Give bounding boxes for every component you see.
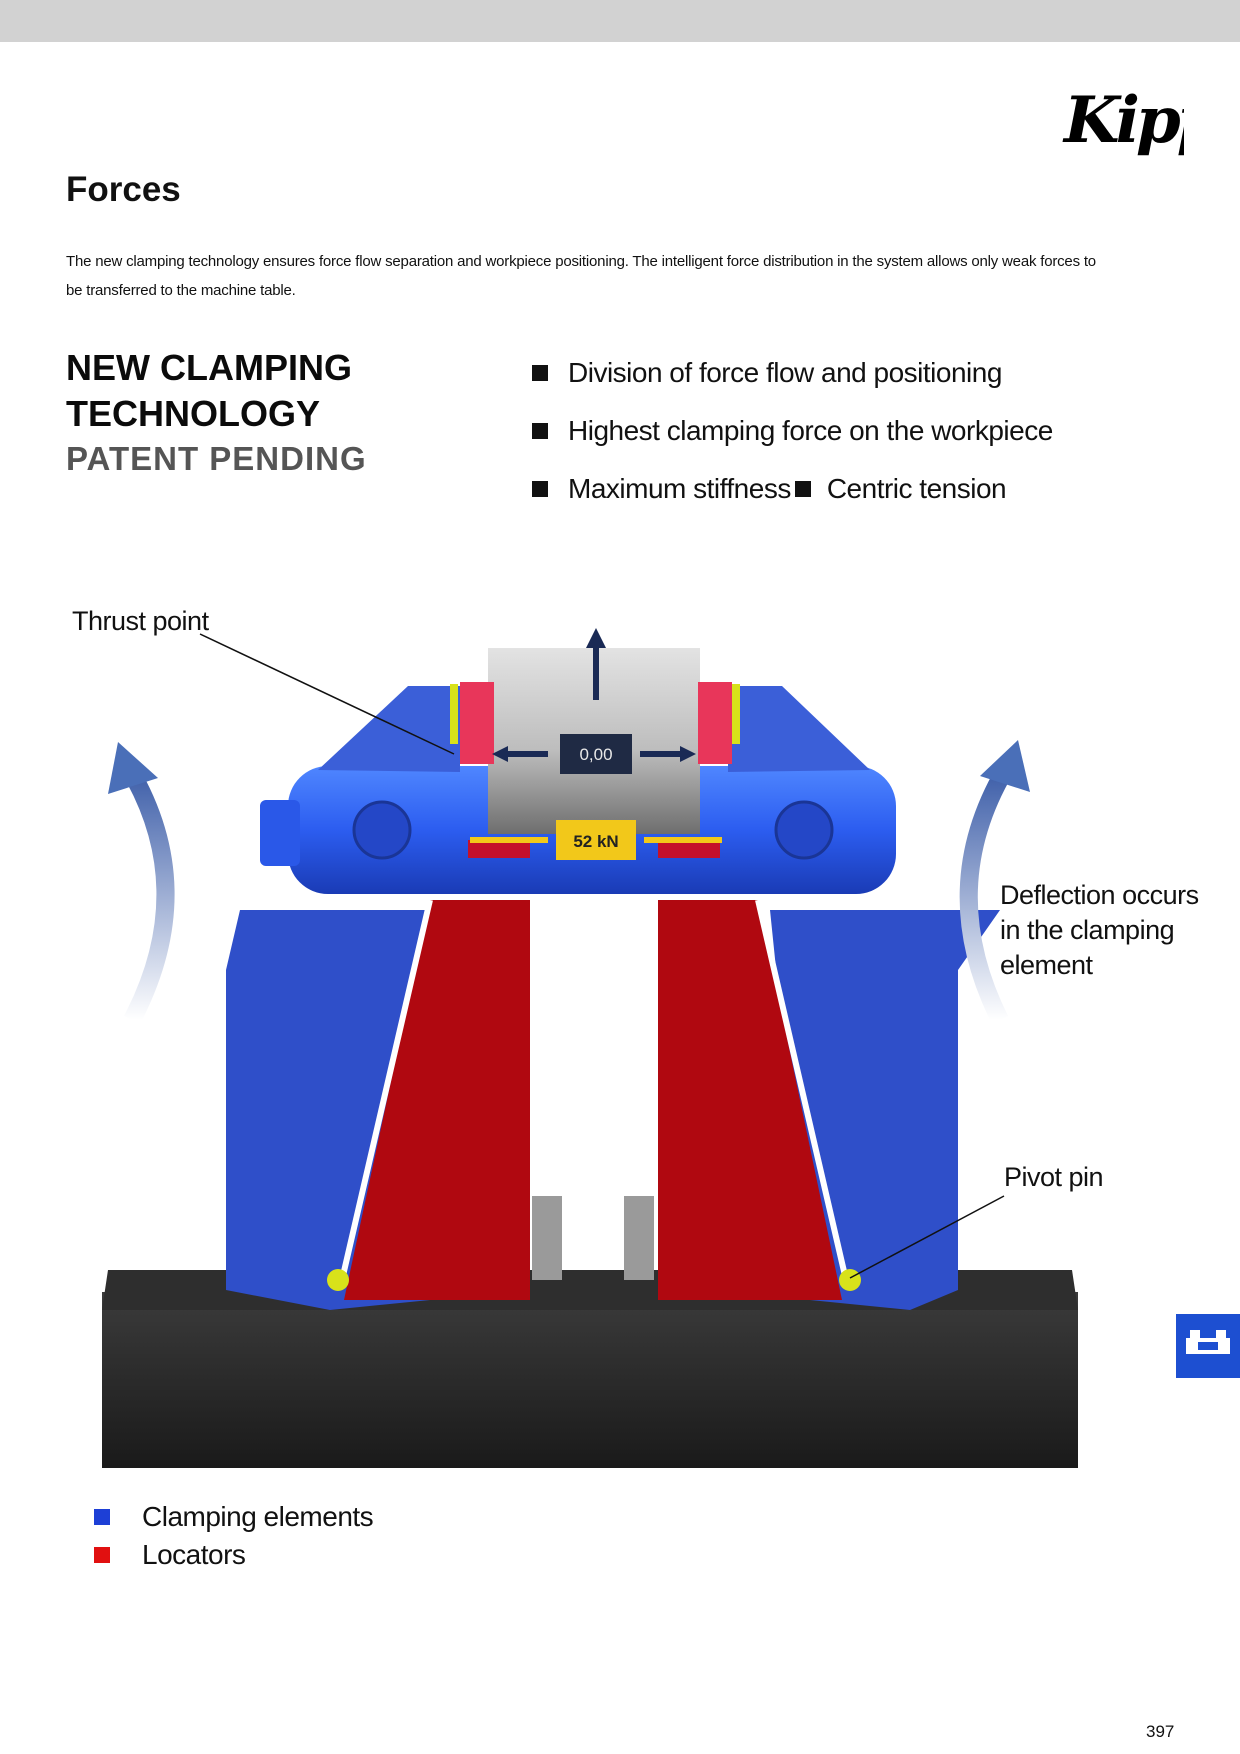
bullet-square-icon: [794, 481, 811, 497]
pressure-pad: [698, 682, 732, 764]
bullet-square-icon: [532, 423, 548, 439]
vise-icon: [1186, 1330, 1230, 1354]
arrow-head-icon: [108, 742, 158, 794]
legend-label: Locators: [142, 1539, 246, 1570]
feature-text: Highest clamping force on the workpiece: [568, 415, 1053, 446]
locator-left: [344, 900, 530, 1300]
locator-top: [658, 840, 720, 858]
jaw-right: [728, 686, 870, 772]
thrust-point-marker: [732, 684, 740, 744]
feature-text: Maximum stiffness: [568, 473, 791, 504]
intro-text: The new clamping technology ensures forc…: [66, 253, 1096, 299]
feature-text: Division of force flow and positioning: [568, 357, 1002, 388]
thrust-point-marker: [450, 684, 458, 744]
arrow-head-icon: [980, 740, 1030, 792]
pressure-pad: [460, 682, 494, 764]
jaw-left: [318, 686, 460, 772]
feature-text: Centric tension: [826, 473, 1007, 504]
force-readout: 52 kN: [573, 832, 618, 851]
subheadline: PATENT PENDING: [66, 440, 367, 477]
locator-post: [624, 1196, 654, 1280]
legend: Clamping elements Locators: [94, 1498, 374, 1574]
logo-text: Kipp: [1062, 83, 1184, 158]
workpiece-readout: 0,00: [579, 745, 612, 764]
thrust-point-leader: [199, 633, 455, 755]
legend-item-locators: Locators: [94, 1536, 373, 1574]
legend-swatch: [94, 1509, 110, 1525]
force-readout-box: [556, 820, 636, 860]
pivot-pin: [839, 1269, 861, 1291]
kipp-logo: Kipp: [1062, 72, 1225, 162]
shaft-bore: [352, 800, 412, 860]
label-pivot-pin: Pivot pin: [1004, 1162, 1104, 1192]
feature-item: Highest clamping force on the workpiece: [532, 402, 1053, 460]
shaft-nut: [260, 800, 300, 866]
locator-top: [468, 840, 530, 858]
bullet-square-icon: [532, 481, 548, 497]
locator-edge: [755, 899, 849, 1281]
shaft-bore: [774, 800, 834, 860]
feature-item: Division of force flow and positioning: [532, 344, 1053, 402]
page-number: 397: [1146, 1722, 1175, 1741]
feature-list: Division of force flow and positioning H…: [532, 344, 1053, 518]
headline: NEW CLAMPING TECHNOLOGY: [66, 347, 352, 434]
locator-right: [658, 900, 842, 1300]
arrow-head-icon: [680, 746, 696, 762]
section-tab[interactable]: [1176, 1314, 1240, 1378]
legend-swatch: [94, 1547, 110, 1563]
locator-post: [532, 1196, 562, 1280]
legend-item-clamping: Clamping elements: [94, 1498, 374, 1536]
pivot-pin-leader: [849, 1195, 1005, 1279]
legend-label: Clamping elements: [142, 1501, 374, 1532]
page-title: Forces: [66, 170, 181, 209]
top-bar: [0, 0, 1240, 42]
feature-item: Maximum stiffness Centric tension: [532, 460, 1053, 518]
pivot-pin: [327, 1269, 349, 1291]
arrow-head-icon: [586, 628, 606, 648]
machine-table: [102, 1292, 1078, 1468]
workpiece-readout-box: [560, 734, 632, 774]
label-deflection: Deflection occurs in the clamping elemen…: [1000, 880, 1199, 980]
arrow-head-icon: [492, 746, 508, 762]
locator-edge: [339, 899, 433, 1281]
label-thrust-point: Thrust point: [72, 606, 209, 636]
clamping-diagram: 0,00 52 kN Thrust point Deflection occur…: [0, 590, 1240, 1470]
deflection-arrow-right: [959, 765, 1013, 1025]
deflection-arrow-left: [122, 765, 175, 1025]
bullet-square-icon: [532, 365, 548, 381]
